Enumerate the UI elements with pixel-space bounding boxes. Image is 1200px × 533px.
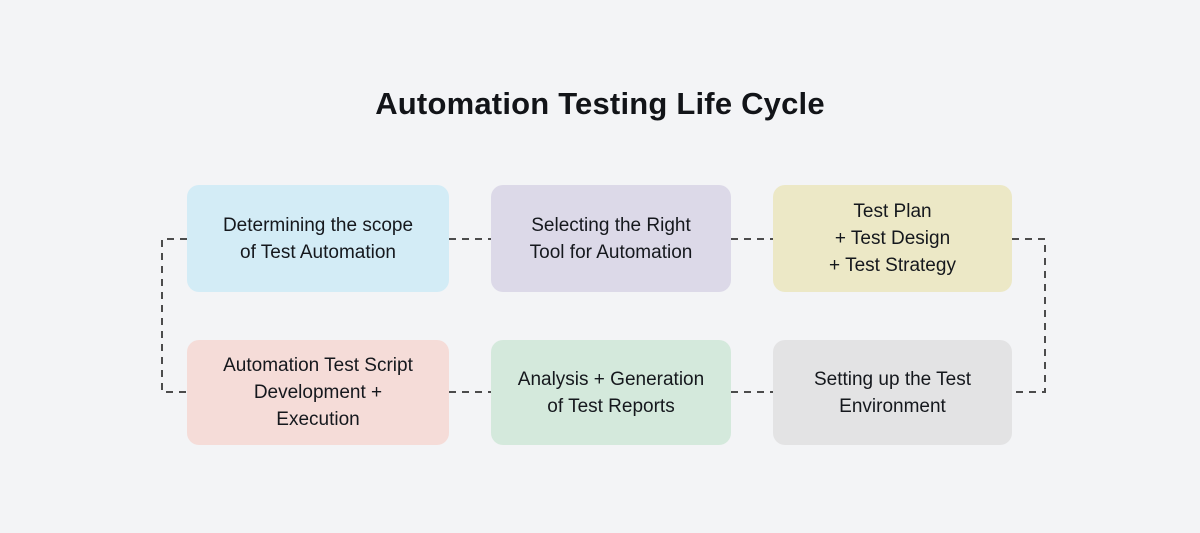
connector-right-loop xyxy=(1012,238,1046,393)
node-line: Test Plan xyxy=(853,201,932,222)
node-line: + Test Design xyxy=(834,228,951,249)
node-line: of Test Reports xyxy=(547,395,675,417)
node-line: Environment xyxy=(839,395,946,417)
diagram-title: Automation Testing Life Cycle xyxy=(375,86,825,121)
node-setup-environment: Setting up the Test Environment xyxy=(773,340,1012,445)
node-line: Setting up the Test xyxy=(813,368,972,390)
node-line: Automation Test Script xyxy=(223,355,413,376)
node-line: Development + xyxy=(253,382,383,403)
node-script-development-execution: Automation Test Script Development + Exe… xyxy=(187,340,449,445)
node-line: of Test Automation xyxy=(240,241,396,263)
connector-left-loop xyxy=(161,238,187,393)
node-selecting-tool: Selecting the Right Tool for Automation xyxy=(491,185,731,292)
node-line: Analysis + Generation xyxy=(517,368,705,390)
node-test-plan-design-strategy: Test Plan + Test Design + Test Strategy xyxy=(773,185,1012,292)
node-line: Selecting the Right xyxy=(531,214,691,236)
node-line: Tool for Automation xyxy=(529,241,693,263)
node-line: Determining the scope xyxy=(222,214,414,236)
node-analysis-reports: Analysis + Generation of Test Reports xyxy=(491,340,731,445)
node-determining-scope: Determining the scope of Test Automation xyxy=(187,185,449,292)
node-line: Execution xyxy=(276,409,360,430)
node-line: + Test Strategy xyxy=(829,255,956,276)
